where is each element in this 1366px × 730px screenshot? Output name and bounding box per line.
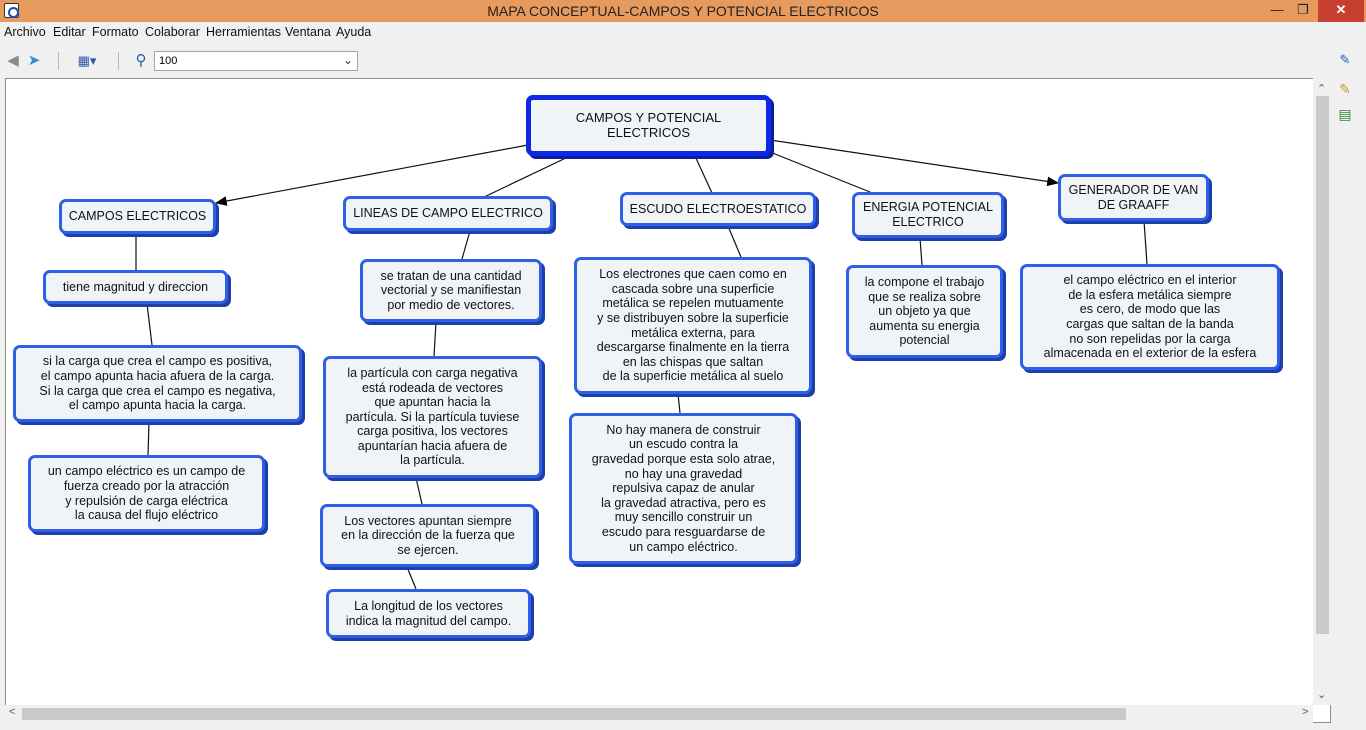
- toolbar-separator: [118, 52, 119, 70]
- menu-ventana[interactable]: Ventana: [285, 25, 331, 39]
- title-bar: MAPA CONCEPTUAL-CAMPOS Y POTENCIAL ELECT…: [0, 0, 1366, 22]
- concept-longitud[interactable]: La longitud de los vectores indica la ma…: [326, 589, 531, 638]
- link-lineas-vectores: [461, 230, 471, 260]
- zoom-value: 100: [159, 55, 178, 67]
- horizontal-scroll-thumb[interactable]: [22, 708, 1126, 720]
- window-title: MAPA CONCEPTUAL-CAMPOS Y POTENCIAL ELECT…: [487, 3, 879, 19]
- view-mode-icon[interactable]: ▦▾: [77, 53, 97, 68]
- scroll-down-icon[interactable]: ⌄: [1317, 689, 1327, 701]
- link-carga-definicion: [147, 421, 150, 456]
- menu-ayuda[interactable]: Ayuda: [336, 25, 372, 39]
- concept-escudo[interactable]: ESCUDO ELECTROESTATICO: [620, 192, 816, 226]
- link-root-escudo: [694, 155, 713, 194]
- link-vectores-particula: [433, 321, 437, 357]
- zoom-select[interactable]: 100 ⌄: [154, 51, 358, 71]
- link-root-energia: [769, 151, 871, 193]
- vertical-scroll-thumb[interactable]: [1316, 96, 1329, 634]
- concept-generador[interactable]: GENERADOR DE VAN DE GRAAFF: [1058, 174, 1209, 221]
- concept-electrones[interactable]: Los electrones que caen como en cascada …: [574, 257, 812, 394]
- concept-trabajo[interactable]: la compone el trabajo que se realiza sob…: [846, 265, 1003, 358]
- menu-bar: Archivo Editar Formato Colaborar Herrami…: [0, 22, 1366, 43]
- concept-energia[interactable]: ENERGIA POTENCIAL ELECTRICO: [852, 192, 1004, 238]
- menu-archivo[interactable]: Archivo: [4, 25, 46, 39]
- link-energia-trabajo: [919, 237, 923, 266]
- style-brush-icon[interactable]: ✎: [1339, 81, 1351, 97]
- link-generador-esfera: [1143, 220, 1148, 265]
- link-root-lineas: [481, 155, 571, 199]
- link-escudo-electrones: [727, 225, 742, 258]
- minimize-button[interactable]: ―: [1270, 2, 1284, 17]
- scroll-right-icon[interactable]: >: [1302, 706, 1309, 718]
- scroll-up-icon[interactable]: ⌃: [1317, 83, 1327, 95]
- menu-herramientas[interactable]: Herramientas: [206, 25, 282, 39]
- back-arrow-icon[interactable]: ◀: [7, 52, 19, 69]
- edit-tools-icon[interactable]: ✎: [1339, 52, 1351, 67]
- concept-direccion[interactable]: Los vectores apuntan siempre en la direc…: [320, 504, 536, 567]
- app-icon: [4, 3, 19, 18]
- concept-magnitud[interactable]: tiene magnitud y direccion: [43, 270, 228, 304]
- menu-colaborar[interactable]: Colaborar: [145, 25, 200, 39]
- concept-carga[interactable]: si la carga que crea el campo es positiv…: [13, 345, 302, 422]
- forward-arrow-icon[interactable]: ➤: [27, 52, 41, 69]
- link-electrones-gravedad: [677, 393, 681, 414]
- link-particula-direccion: [415, 477, 423, 505]
- concept-root[interactable]: CAMPOS Y POTENCIAL ELECTRICOS: [526, 95, 771, 156]
- scroll-left-icon[interactable]: <: [9, 706, 16, 718]
- concept-esfera[interactable]: el campo eléctrico en el interior de la …: [1020, 264, 1280, 370]
- zoom-icon[interactable]: ⚲: [135, 52, 147, 69]
- close-button[interactable]: ✕: [1318, 0, 1364, 22]
- outline-view-icon[interactable]: ▤: [1338, 106, 1352, 122]
- maximize-button[interactable]: ❐: [1297, 2, 1309, 17]
- concept-definicion[interactable]: un campo eléctrico es un campo de fuerza…: [28, 455, 265, 532]
- link-root-campos: [214, 144, 529, 206]
- concept-vectores[interactable]: se tratan de una cantidad vectorial y se…: [360, 259, 542, 322]
- menu-editar[interactable]: Editar: [53, 25, 86, 39]
- concept-lineas-campo[interactable]: LINEAS DE CAMPO ELECTRICO: [343, 196, 553, 231]
- concept-campos-electricos[interactable]: CAMPOS ELECTRICOS: [59, 199, 216, 234]
- toolbar-separator: [58, 52, 59, 70]
- link-magnitud-carga: [146, 303, 153, 346]
- link-direccion-longitud: [406, 566, 417, 590]
- concept-particula[interactable]: la partícula con carga negativa está rod…: [323, 356, 542, 478]
- link-root-generador: [769, 139, 1060, 187]
- menu-formato[interactable]: Formato: [92, 25, 139, 39]
- concept-gravedad[interactable]: No hay manera de construir un escudo con…: [569, 413, 798, 564]
- chevron-down-icon[interactable]: ⌄: [342, 53, 353, 67]
